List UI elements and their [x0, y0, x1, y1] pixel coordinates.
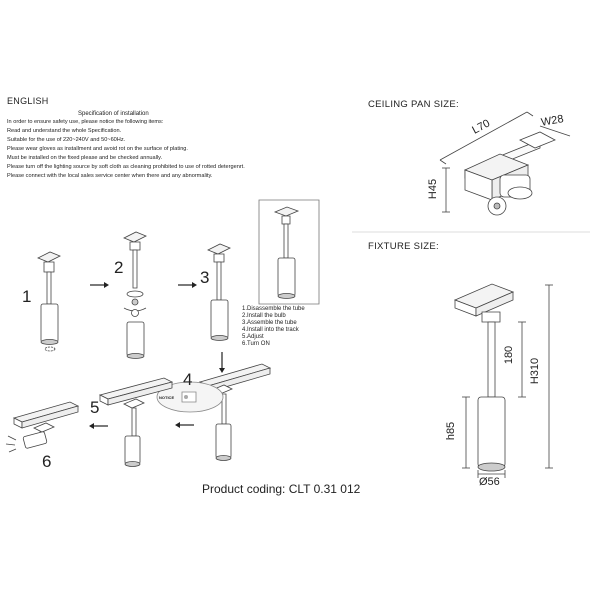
step-1-drawing	[38, 252, 60, 351]
steps-list: 1.Disassemble the tube 2.Install the bul…	[242, 306, 305, 348]
step-number-4: 4	[183, 370, 193, 389]
spec-line: Read and understand the whole Specificat…	[7, 128, 122, 134]
language-heading: ENGLISH	[7, 96, 49, 106]
fixture-title: FIXTURE SIZE:	[368, 241, 439, 252]
step-number-2: 2	[114, 258, 124, 277]
steps-list-item: 1.Disassemble the tube	[242, 306, 305, 312]
steps-list-item: 6.Turn ON	[242, 341, 270, 347]
fixture-rod-length: 180	[503, 345, 516, 365]
step-number-3: 3	[200, 268, 210, 287]
ceiling-pan-height: H45	[427, 178, 440, 200]
step-3-drawing	[208, 244, 230, 341]
steps-list-item: 4.Install into the track	[242, 327, 299, 333]
step-number-5: 5	[90, 398, 100, 417]
steps-list-item: 5.Adjust	[242, 334, 264, 340]
steps-list-item: 3.Assemble the tube	[242, 320, 297, 326]
spec-line: Suitable for the use of 220~240V and 50~…	[7, 137, 126, 143]
notice-label: NOTICE	[159, 395, 175, 400]
ceiling-pan-drawing	[440, 112, 570, 215]
fixture-diameter: Ø56	[479, 476, 500, 488]
ceiling-pan-title: CEILING PAN SIZE:	[368, 99, 459, 110]
step-number-1: 1	[22, 287, 32, 306]
side-view-box	[259, 200, 319, 304]
width-dim-line	[540, 126, 570, 136]
steps-list-item: 2.Install the bulb	[242, 313, 286, 319]
length-dim-line	[440, 112, 527, 160]
spec-line: In order to ensure safety use, please no…	[7, 119, 164, 125]
spec-line: Please connect with the local sales serv…	[7, 173, 213, 179]
spec-line: Please turn off the lighting source by s…	[7, 164, 245, 170]
spec-line: Please wear gloves as installment and av…	[7, 146, 188, 152]
fixture-drawing	[455, 284, 553, 478]
fixture-body-height: h85	[445, 421, 458, 441]
spec-line: Must be installed on the fixed please an…	[7, 155, 163, 161]
step-number-6: 6	[42, 452, 52, 471]
step-6-drawing	[6, 402, 78, 452]
product-coding: Product coding: CLT 0.31 012	[202, 482, 361, 496]
step-2-drawing	[124, 232, 146, 359]
step-4-drawing	[200, 364, 270, 461]
step-5-drawing	[100, 378, 172, 467]
specification-title: Specification of installation	[78, 111, 149, 117]
fixture-total-height: H310	[529, 357, 542, 385]
